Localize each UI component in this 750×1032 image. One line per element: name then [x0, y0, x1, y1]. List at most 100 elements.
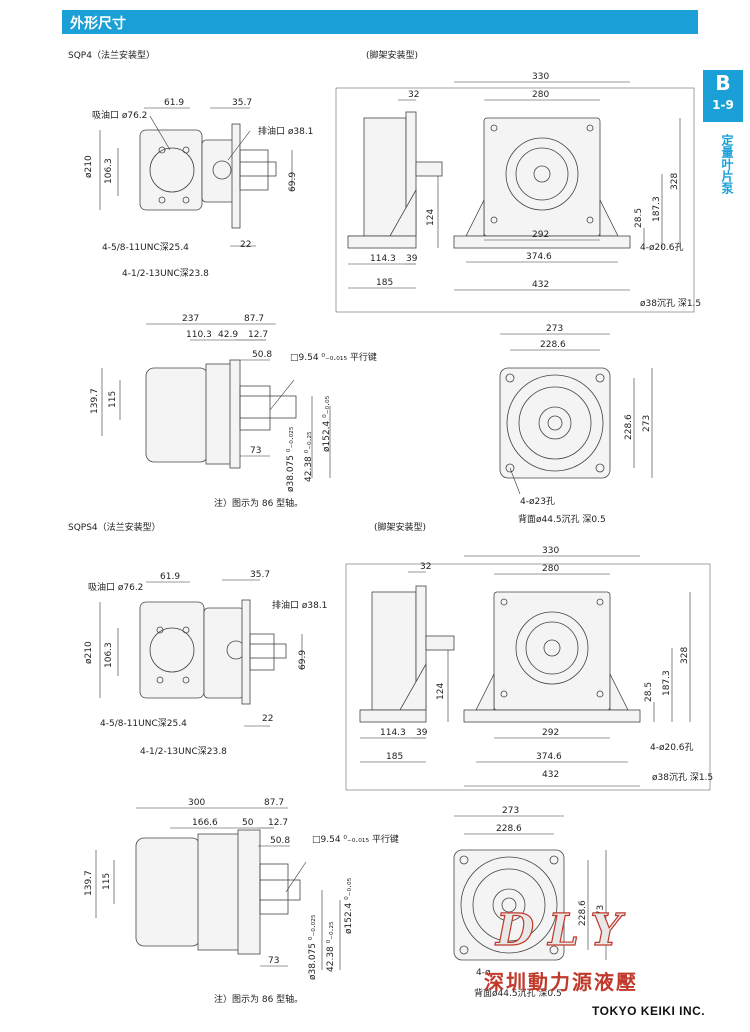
sqp4-dim-22: 22 [240, 240, 252, 250]
sqps4-bolt-spec-2: 4-1/2-13UNC深23.8 [140, 747, 227, 757]
sqps4-foot-side-view [359, 571, 455, 763]
sqp4-front-hole: 4-ø23孔 [520, 497, 555, 507]
sqp4-side-key-height: 42.38 ⁰₋₀.₂₅ [304, 431, 314, 482]
chapter-category: 定量叶片泵 [720, 134, 734, 194]
sqp4-side-dim-42-9: 42.9 [218, 330, 239, 340]
sqp4-foot-dim-39: 39 [406, 254, 418, 264]
sqp4-discharge-port: 排油口 ø38.1 [258, 127, 314, 137]
sqp4-foot-dim-187-3: 187.3 [652, 196, 662, 222]
sqp4-side-dim-87-7: 87.7 [244, 314, 265, 324]
sqps4-flange-title: SQPS4（法兰安装型） [68, 523, 161, 533]
sqp4-side-dim-73: 73 [250, 446, 262, 456]
sqps4-dim-69-9: 69.9 [298, 649, 308, 670]
sqp4-foot-dim-185: 185 [376, 278, 394, 288]
sqp4-side-key: □9.54 ⁰₋₀.₀₁₅ 平行键 [290, 353, 377, 363]
sqp4-foot-dim-432: 432 [532, 280, 550, 290]
sqps4-foot-dim-330: 330 [542, 546, 560, 556]
manufacturer-name: TOKYO KEIKI INC. [592, 1004, 706, 1018]
sqps4-dim-d210: ø210 [84, 641, 94, 664]
sqp4-foot-dim-114-3: 114.3 [370, 254, 396, 264]
sqp4-foot-dim-28-5: 28.5 [634, 207, 644, 228]
sqp4-bolt-spec-1: 4-5/8-11UNC深25.4 [102, 243, 189, 253]
sqp4-foot-hole: 4-ø20.6孔 [640, 243, 684, 253]
sqps4-side-dim-166-6: 166.6 [192, 818, 218, 828]
chapter-letter: B [715, 71, 731, 95]
sqp4-dim-61-9: 61.9 [164, 98, 185, 108]
sqp4-dim-69-9: 69.9 [288, 171, 298, 192]
sqps4-foot-title: (脚架安装型) [374, 523, 427, 533]
sqp4-front-dim-228-6: 228.6 [540, 340, 566, 350]
sqp4-flange-front-view [499, 333, 653, 495]
sqps4-side-dim-12-7: 12.7 [268, 818, 289, 828]
watermark-logo: DLY [495, 904, 636, 956]
sqps4-foot-dim-32: 32 [420, 562, 432, 572]
sqps4-suction-port: 吸油口 ø76.2 [88, 583, 144, 593]
sqps4-foot-frame [345, 563, 711, 791]
sqp4-front-dim-228-6-v: 228.6 [624, 414, 634, 440]
sqps4-dim-35-7: 35.7 [250, 570, 271, 580]
sqps4-foot-dim-28-5: 28.5 [644, 681, 654, 702]
section-header: 外形尺寸 [62, 10, 698, 34]
sqps4-front-dim-228-6: 228.6 [496, 824, 522, 834]
sqp4-shaft-note: 注）图示为 86 型轴。 [214, 499, 304, 509]
sqp4-foot-title: (脚架安装型) [366, 51, 419, 61]
sqps4-side-key-height: 42.38 ⁰₋₀.₂₅ [326, 921, 336, 972]
sqps4-foot-dim-187-3: 187.3 [662, 670, 672, 696]
sqp4-dim-d210: ø210 [84, 155, 94, 178]
sqp4-flange-title: SQP4（法兰安装型） [68, 51, 155, 61]
sqps4-flange-top-view [99, 579, 303, 727]
sqps4-foot-dim-328: 328 [680, 646, 690, 664]
sqp4-foot-dim-328: 328 [670, 172, 680, 190]
sqp4-front-spotface: 背面ø44.5沉孔 深0.5 [518, 515, 606, 525]
sqp4-side-dim-115: 115 [108, 390, 118, 408]
sqps4-foot-dim-185: 185 [386, 752, 404, 762]
sqp4-side-dim-237: 237 [182, 314, 200, 324]
sqp4-foot-dim-292: 292 [532, 230, 550, 240]
sqp4-side-dim-50-8: 50.8 [252, 350, 273, 360]
sqp4-front-dim-273: 273 [546, 324, 564, 334]
sqps4-side-shaft-dia: ø38.075 ⁰₋₀.₀₂₅ [308, 914, 318, 980]
sqps4-foot-dim-280: 280 [542, 564, 560, 574]
sqps4-dim-22: 22 [262, 714, 274, 724]
sqp4-bolt-spec-2: 4-1/2-13UNC深23.8 [122, 269, 209, 279]
sqp4-foot-front-view [453, 81, 681, 291]
watermark-company: 深圳動力源液壓 [484, 970, 638, 994]
sqps4-shaft-note: 注）图示为 86 型轴。 [214, 995, 304, 1005]
sqps4-foot-dim-374-6: 374.6 [536, 752, 562, 762]
sqp4-side-dim-110-3: 110.3 [186, 330, 212, 340]
chapter-tab: B 1-9 [703, 70, 743, 122]
sqp4-foot-dim-280: 280 [532, 90, 550, 100]
sqp4-foot-dim-330: 330 [532, 72, 550, 82]
sqp4-flange-top-view [99, 107, 293, 247]
sqp4-side-shaft-dia: ø38.075 ⁰₋₀.₀₂₅ [286, 426, 296, 492]
sqps4-foot-dim-39: 39 [416, 728, 428, 738]
sqp4-side-dim-12-7: 12.7 [248, 330, 269, 340]
sqps4-foot-dim-292: 292 [542, 728, 560, 738]
sqps4-foot-hole: 4-ø20.6孔 [650, 743, 694, 753]
sqps4-side-dim-87-7: 87.7 [264, 798, 285, 808]
sqp4-side-dim-139-7: 139.7 [90, 388, 100, 414]
sqp4-foot-spotface: ø38沉孔 深1.5 [640, 299, 702, 309]
sqps4-foot-dim-114-3: 114.3 [380, 728, 406, 738]
sqp4-front-dim-273-v: 273 [642, 414, 652, 432]
sqps4-side-dim-73: 73 [268, 956, 280, 966]
sqps4-foot-spotface: ø38沉孔 深1.5 [652, 773, 714, 783]
sqp4-foot-side-view [347, 99, 443, 289]
sqps4-front-dim-273: 273 [502, 806, 520, 816]
sqps4-front-hole: 4-ø [476, 968, 491, 978]
sqps4-side-dim-50: 50 [242, 818, 254, 828]
sqp4-foot-dim-32: 32 [408, 90, 420, 100]
sqps4-side-key: □9.54 ⁰₋₀.₀₁₅ 平行键 [312, 835, 399, 845]
sqp4-foot-dim-374-6: 374.6 [526, 252, 552, 262]
sqps4-front-spotface: 背面ø44.5沉孔 深0.5 [474, 989, 562, 999]
sqps4-side-dim-50-8: 50.8 [270, 836, 291, 846]
chapter-page: 1-9 [712, 98, 734, 112]
section-title: 外形尺寸 [70, 16, 126, 32]
sqps4-flange-side-view [95, 807, 341, 970]
sqp4-dim-35-7: 35.7 [232, 98, 253, 108]
sqps4-foot-dim-432: 432 [542, 770, 560, 780]
sqps4-discharge-port: 排油口 ø38.1 [272, 601, 328, 611]
sqps4-foot-front-view [463, 555, 691, 787]
sqps4-side-dim-300: 300 [188, 798, 206, 808]
